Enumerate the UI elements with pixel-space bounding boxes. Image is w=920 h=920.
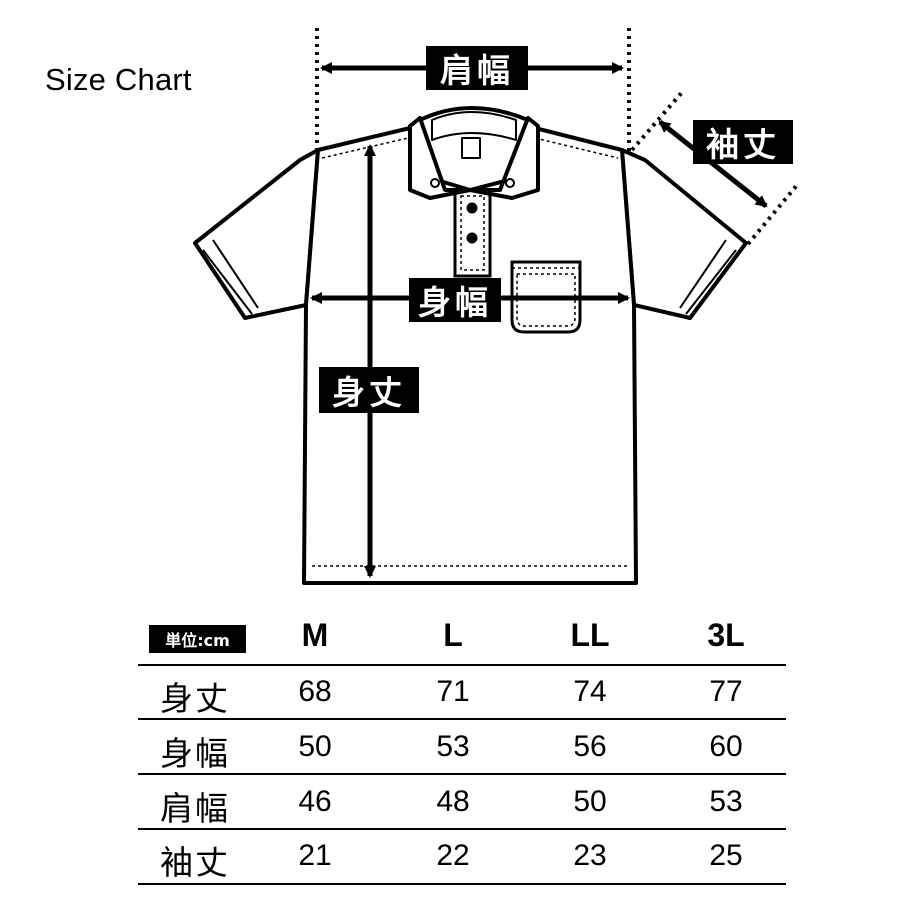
table-cell: 50 bbox=[573, 785, 607, 818]
table-divider bbox=[138, 664, 786, 666]
collar bbox=[408, 106, 540, 200]
row-label: 身幅 bbox=[160, 734, 230, 773]
width-label: 身幅 bbox=[409, 278, 501, 322]
table-cell: 71 bbox=[436, 675, 470, 708]
table-cell: 21 bbox=[298, 839, 332, 872]
table-cell: 74 bbox=[573, 675, 607, 708]
sleeve-guide-lines bbox=[630, 88, 800, 246]
polo-shirt-diagram bbox=[193, 28, 800, 585]
row-label: 肩幅 bbox=[160, 789, 230, 828]
column-header-l: L bbox=[443, 617, 463, 653]
table-cell: 48 bbox=[436, 785, 470, 818]
row-label: 袖丈 bbox=[160, 843, 230, 882]
size-chart-title: Size Chart bbox=[45, 62, 192, 97]
column-header-3l: 3L bbox=[707, 617, 745, 653]
table-cell: 23 bbox=[573, 839, 607, 872]
table-divider bbox=[138, 773, 786, 775]
table-cell: 53 bbox=[436, 730, 470, 763]
sleeve-label: 袖丈 bbox=[693, 120, 793, 164]
shoulder-label: 肩幅 bbox=[426, 46, 528, 90]
table-cell: 60 bbox=[709, 730, 743, 763]
length-label: 身丈 bbox=[319, 367, 419, 413]
table-cell: 25 bbox=[709, 839, 743, 872]
table-cell: 77 bbox=[709, 675, 743, 708]
sleeve-arrow bbox=[658, 120, 768, 208]
shirt-outline bbox=[193, 126, 748, 585]
column-header-ll: LL bbox=[570, 617, 610, 653]
table-cell: 68 bbox=[298, 675, 332, 708]
column-header-m: M bbox=[301, 617, 329, 653]
unit-badge: 単位:cm bbox=[149, 625, 246, 653]
row-label: 身丈 bbox=[160, 679, 230, 718]
table-cell: 53 bbox=[709, 785, 743, 818]
placket bbox=[453, 188, 492, 278]
table-divider bbox=[138, 883, 786, 885]
table-divider bbox=[138, 828, 786, 830]
table-cell: 50 bbox=[298, 730, 332, 763]
table-cell: 46 bbox=[298, 785, 332, 818]
table-cell: 22 bbox=[436, 839, 470, 872]
table-divider bbox=[138, 718, 786, 720]
table-cell: 56 bbox=[573, 730, 607, 763]
